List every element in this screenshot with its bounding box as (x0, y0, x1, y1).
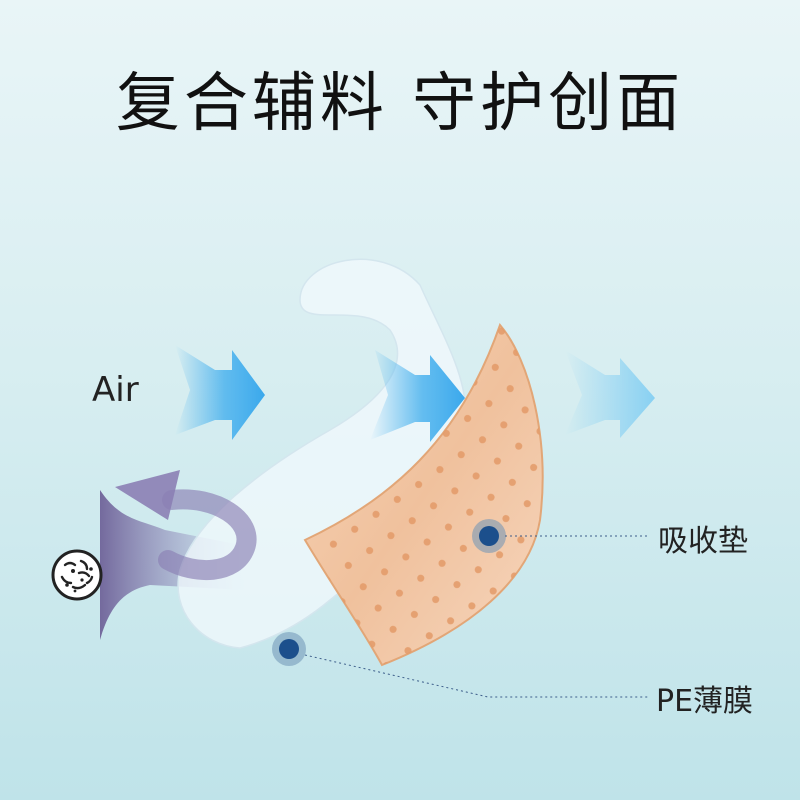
pe-film-marker (272, 632, 648, 698)
pe-film-label: PE薄膜 (656, 684, 754, 719)
absorbent-pad-marker (472, 519, 650, 553)
air-flow-arrow-icon (175, 345, 655, 442)
air-label: Air (92, 370, 139, 410)
bacteria-icon (51, 549, 103, 601)
page-title: 复合辅料 守护创面 (115, 67, 685, 141)
return-arrow-icon (115, 470, 257, 581)
absorbent-pad-label: 吸收垫 (658, 524, 748, 559)
